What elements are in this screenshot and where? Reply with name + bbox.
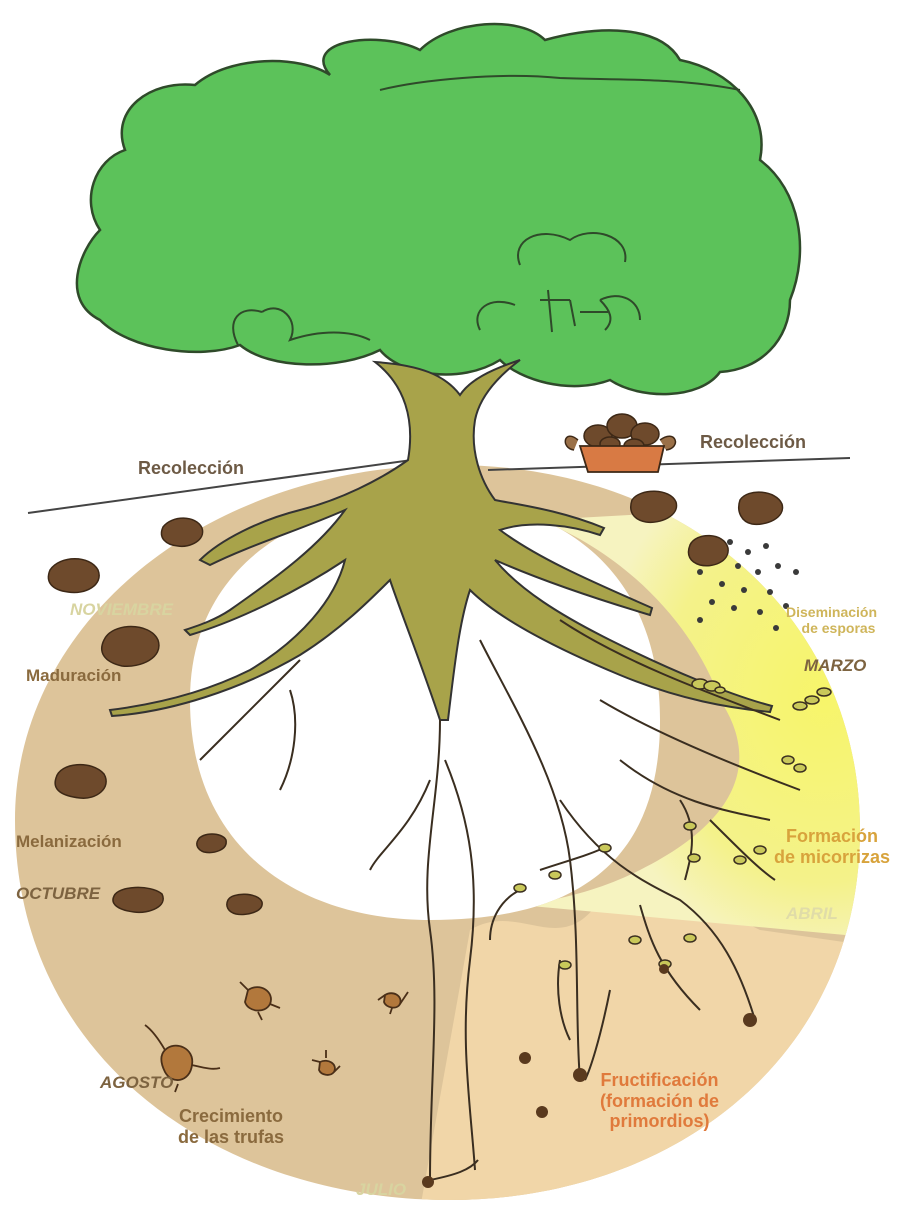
crecimiento-line-1: Crecimiento bbox=[178, 1106, 284, 1127]
crecimiento-line-2: de las trufas bbox=[178, 1127, 284, 1148]
crecimiento-label: Crecimiento de las trufas bbox=[178, 1106, 284, 1147]
fructificacion-line-2: (formación de bbox=[600, 1091, 719, 1112]
formacion-line-1: Formación bbox=[774, 826, 890, 847]
fructificacion-line-3: primordios) bbox=[600, 1111, 719, 1132]
recoleccion-left-label: Recolección bbox=[138, 458, 244, 479]
month-marzo: MARZO bbox=[804, 656, 866, 676]
month-octubre: OCTUBRE bbox=[16, 884, 100, 904]
diseminacion-label: Diseminación de esporas bbox=[786, 604, 877, 636]
maduracion-label: Maduración bbox=[26, 666, 121, 686]
ground-line-right bbox=[488, 458, 850, 470]
month-agosto: AGOSTO bbox=[100, 1073, 173, 1093]
fructificacion-line-1: Fructificación bbox=[600, 1070, 719, 1091]
diseminacion-line-2: de esporas bbox=[800, 620, 877, 636]
month-abril: ABRIL bbox=[786, 904, 838, 924]
diseminacion-line-1: Diseminación bbox=[786, 604, 877, 620]
fructificacion-label: Fructificación (formación de primordios) bbox=[600, 1070, 719, 1132]
melanizacion-label: Melanización bbox=[16, 832, 122, 852]
formacion-micorrizas-label: Formación de micorrizas bbox=[774, 826, 890, 867]
month-noviembre: NOVIEMBRE bbox=[70, 600, 173, 620]
month-julio: JULIO bbox=[356, 1180, 406, 1200]
truffle-basket-icon bbox=[565, 414, 675, 472]
formacion-line-2: de micorrizas bbox=[774, 847, 890, 868]
recoleccion-right-label: Recolección bbox=[700, 432, 806, 453]
